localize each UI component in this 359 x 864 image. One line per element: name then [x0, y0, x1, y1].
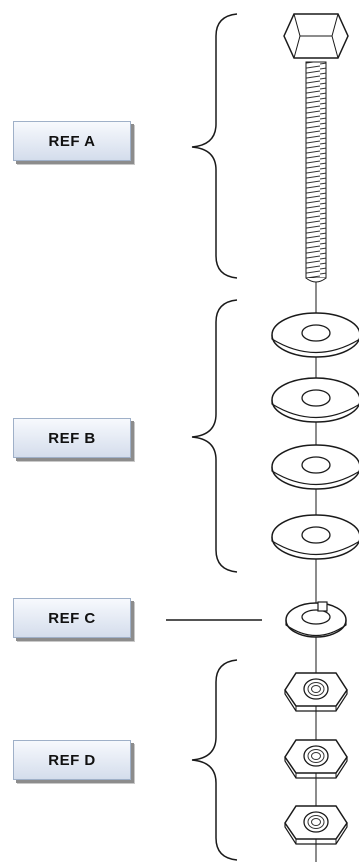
- flat-washer-icon: [271, 514, 359, 560]
- ref-b-bracket: [191, 299, 238, 573]
- split-lock-washer-icon: [285, 601, 347, 638]
- ref-a-bracket: [191, 13, 238, 279]
- ref-d-label: REF D: [13, 740, 131, 780]
- hex-head-bolt-icon: [283, 13, 349, 283]
- ref-b-label: REF B: [13, 418, 131, 458]
- hex-nut-icon: [284, 672, 348, 712]
- ref-c-label: REF C: [13, 598, 131, 638]
- hex-nut-icon: [284, 805, 348, 845]
- flat-washer-icon: [271, 444, 359, 490]
- flat-washer-icon: [271, 377, 359, 423]
- hex-nut-icon: [284, 739, 348, 779]
- ref-d-bracket: [191, 659, 238, 861]
- ref-a-label: REF A: [13, 121, 131, 161]
- flat-washer-icon: [271, 312, 359, 358]
